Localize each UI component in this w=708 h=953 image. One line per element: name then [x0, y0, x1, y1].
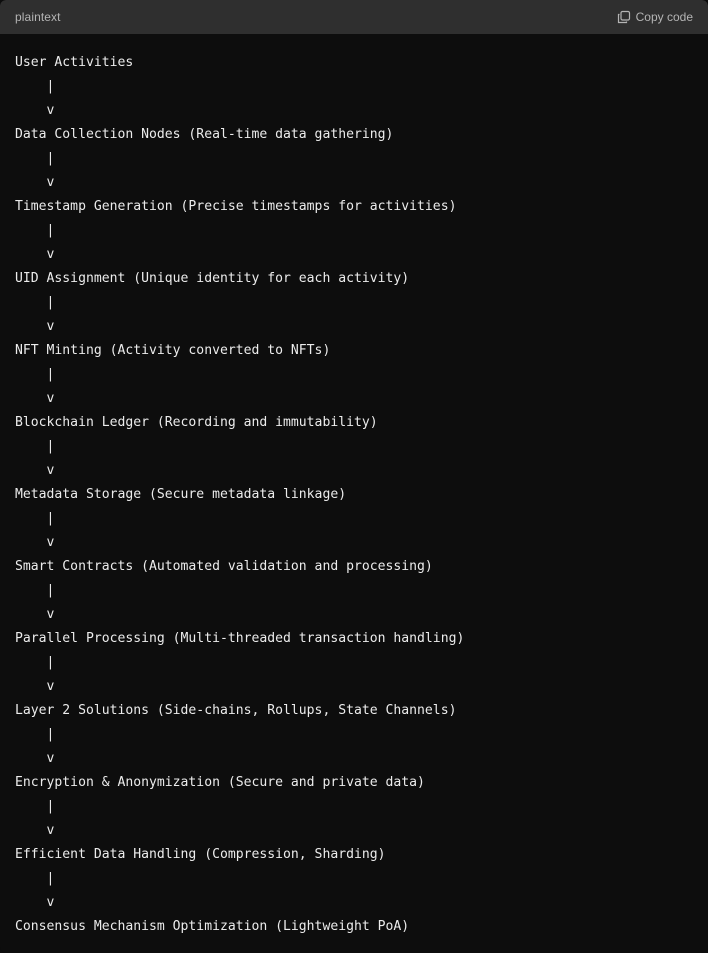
code-line: |	[15, 511, 55, 526]
code-line: v	[15, 319, 55, 334]
code-line: v	[15, 535, 55, 550]
code-line: |	[15, 871, 55, 886]
code-block-header: plaintext Copy code	[0, 0, 708, 34]
code-line: v	[15, 463, 55, 478]
code-line: |	[15, 295, 55, 310]
code-line: Layer 2 Solutions (Side-chains, Rollups,…	[15, 703, 457, 718]
code-line: v	[15, 823, 55, 838]
code-line: Metadata Storage (Secure metadata linkag…	[15, 487, 347, 502]
code-language-label: plaintext	[15, 10, 61, 24]
code-line: |	[15, 655, 55, 670]
code-line: UID Assignment (Unique identity for each…	[15, 271, 410, 286]
code-line: |	[15, 151, 55, 166]
code-line: Parallel Processing (Multi-threaded tran…	[15, 631, 465, 646]
code-line: v	[15, 391, 55, 406]
code-line: Data Collection Nodes (Real-time data ga…	[15, 127, 394, 142]
code-line: |	[15, 367, 55, 382]
code-line: |	[15, 583, 55, 598]
code-line: |	[15, 223, 55, 238]
code-line: NFT Minting (Activity converted to NFTs)	[15, 343, 331, 358]
code-line: Efficient Data Handling (Compression, Sh…	[15, 847, 386, 862]
code-line: Encryption & Anonymization (Secure and p…	[15, 775, 425, 790]
code-line: v	[15, 751, 55, 766]
copy-code-button[interactable]: Copy code	[617, 10, 693, 24]
code-line: |	[15, 439, 55, 454]
code-line: v	[15, 175, 55, 190]
code-line: Blockchain Ledger (Recording and immutab…	[15, 415, 378, 430]
code-line: v	[15, 103, 55, 118]
code-line: |	[15, 799, 55, 814]
code-line: v	[15, 895, 55, 910]
code-line: v	[15, 679, 55, 694]
copy-icon	[617, 10, 631, 24]
code-line: v	[15, 247, 55, 262]
code-line: Consensus Mechanism Optimization (Lightw…	[15, 919, 410, 934]
code-line: v	[15, 607, 55, 622]
code-line: |	[15, 79, 55, 94]
copy-code-label: Copy code	[635, 10, 693, 24]
code-line: Smart Contracts (Automated validation an…	[15, 559, 433, 574]
code-line: User Activities	[15, 55, 134, 70]
code-line: Timestamp Generation (Precise timestamps…	[15, 199, 457, 214]
code-line: |	[15, 727, 55, 742]
